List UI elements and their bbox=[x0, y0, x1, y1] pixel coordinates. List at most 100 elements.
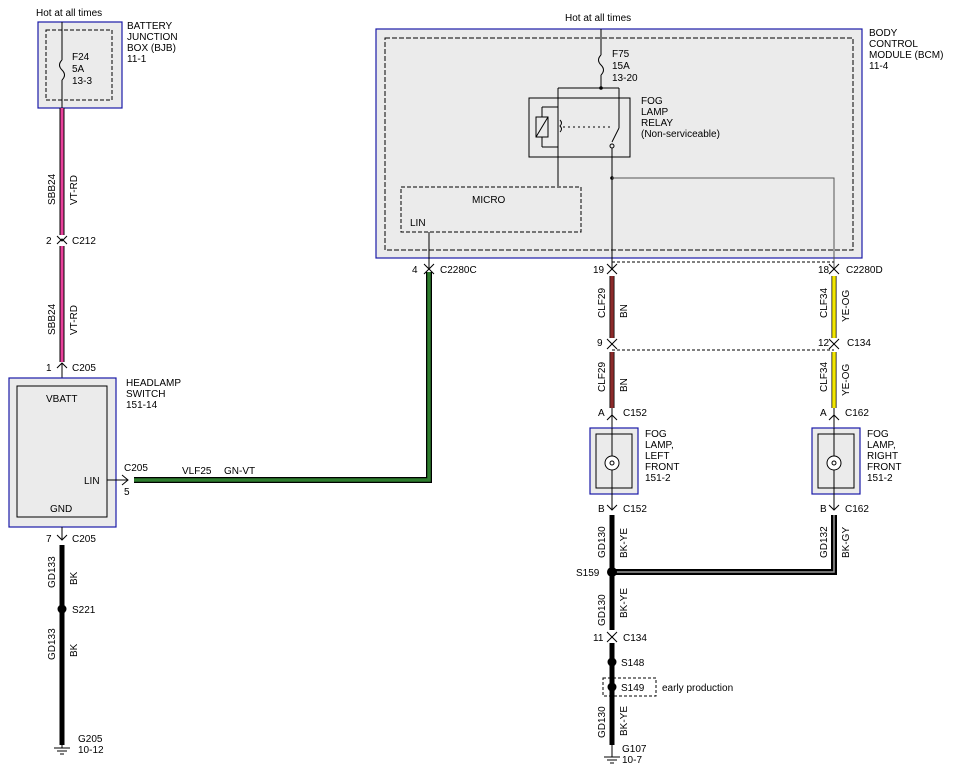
headlamp-switch-title-2: SWITCH bbox=[126, 389, 165, 400]
wire-gd133-1-color: BK bbox=[69, 571, 80, 585]
c205-lin-name: C205 bbox=[124, 463, 148, 474]
connector-c205-top-icon bbox=[56, 362, 68, 378]
c2280c-pin: 4 bbox=[412, 265, 418, 276]
bjb-box bbox=[37, 21, 123, 109]
c212-name: C212 bbox=[72, 236, 96, 247]
relay-title-2: LAMP bbox=[641, 107, 669, 118]
bcm-title-1: BODY bbox=[869, 28, 898, 39]
headlamp-switch-gnd: GND bbox=[50, 504, 72, 515]
connector-c134-12-icon bbox=[828, 338, 840, 350]
wire-clf29-2-circuit: CLF29 bbox=[597, 362, 608, 392]
wire-gd132 bbox=[612, 515, 837, 575]
wire-clf29-2-color: BN bbox=[619, 378, 630, 392]
splice-s149-icon bbox=[607, 682, 617, 692]
connector-c205-gnd-icon bbox=[56, 527, 68, 541]
fog-right-title-3: RIGHT bbox=[867, 451, 898, 462]
splice-s159: S159 bbox=[576, 568, 600, 579]
fog-left-title-3: LEFT bbox=[645, 451, 669, 462]
c2280d-18-pin: 18 bbox=[818, 265, 830, 276]
fuse-f75-rating: 15A bbox=[612, 61, 630, 72]
headlamp-switch-vbatt: VBATT bbox=[46, 394, 77, 405]
splice-s159-icon bbox=[607, 567, 617, 577]
connector-c205-lin-icon bbox=[107, 474, 129, 486]
wire-sbb24-1-circuit: SBB24 bbox=[47, 173, 58, 205]
connector-c2280c-icon bbox=[423, 263, 435, 275]
relay-title-4: (Non-serviceable) bbox=[641, 129, 720, 140]
bjb-title-2: JUNCTION bbox=[127, 32, 178, 43]
fuse-f24-ref: 13-3 bbox=[72, 76, 92, 87]
wire-vlf25 bbox=[134, 272, 432, 483]
relay-title-1: FOG bbox=[641, 96, 663, 107]
c212-pin: 2 bbox=[46, 236, 52, 247]
ground-g205-icon bbox=[54, 740, 70, 755]
wire-sbb24-2-circuit: SBB24 bbox=[47, 303, 58, 335]
headlamp-switch-lin: LIN bbox=[84, 476, 100, 487]
headlamp-switch-title-1: HEADLAMP bbox=[126, 378, 181, 389]
wire-clf34-2-color: YE-OG bbox=[841, 364, 852, 396]
micro-box bbox=[400, 186, 582, 233]
wire-gd133-2-color: BK bbox=[69, 643, 80, 657]
fuse-f24-icon bbox=[59, 22, 65, 108]
relay-title-3: RELAY bbox=[641, 118, 673, 129]
wire-clf34-1-circuit: CLF34 bbox=[819, 288, 830, 318]
splice-s148-icon bbox=[607, 657, 617, 667]
c134-11-name: C134 bbox=[623, 633, 647, 644]
c2280c-name: C2280C bbox=[440, 265, 477, 276]
wire-gd130-3-color: BK-YE bbox=[619, 706, 630, 736]
fog-right-title-4: FRONT bbox=[867, 462, 901, 473]
fuse-f24-name: F24 bbox=[72, 52, 90, 63]
ground-g205-name: G205 bbox=[78, 734, 103, 745]
headlamp-switch-title-3: 151-14 bbox=[126, 400, 158, 411]
c205-top-pin: 1 bbox=[46, 363, 52, 374]
splice-s221-icon bbox=[57, 604, 67, 614]
connector-c2280d-19-icon bbox=[606, 263, 618, 275]
wire-gd130-2-circuit: GD130 bbox=[597, 594, 608, 626]
c205-top-name: C205 bbox=[72, 363, 96, 374]
bcm-internal-line-18 bbox=[612, 177, 835, 268]
micro-label: MICRO bbox=[472, 195, 506, 206]
wire-vlf25-color: GN-VT bbox=[224, 466, 255, 477]
c162-b-pin: B bbox=[820, 504, 827, 515]
early-production-note: early production bbox=[662, 683, 733, 694]
c205-lin-pin: 5 bbox=[124, 487, 130, 498]
c2280d-19-pin: 19 bbox=[593, 265, 605, 276]
c134-11-pin: 11 bbox=[593, 633, 604, 644]
connector-c134-9-icon bbox=[606, 338, 618, 350]
splice-s149: S149 bbox=[621, 683, 645, 694]
wire-gd130-2-color: BK-YE bbox=[619, 588, 630, 618]
connector-c152-a-icon bbox=[606, 408, 618, 428]
connector-c162-a-icon bbox=[828, 408, 840, 428]
connector-c212-icon bbox=[56, 235, 68, 245]
bcm-title-3: MODULE (BCM) bbox=[869, 50, 943, 61]
s149-early-box bbox=[602, 677, 657, 697]
wire-gd130-3-circuit: GD130 bbox=[597, 706, 608, 738]
fog-left-title-1: FOG bbox=[645, 429, 667, 440]
wire-gd130-1-circuit: GD130 bbox=[597, 526, 608, 558]
c152-b-name: C152 bbox=[623, 504, 647, 515]
wire-gd132-color: BK-GY bbox=[841, 527, 852, 558]
connector-c134-11-icon bbox=[606, 631, 618, 643]
ground-g107-name: G107 bbox=[622, 744, 647, 755]
bcm-box bbox=[375, 28, 863, 259]
splice-s148: S148 bbox=[621, 658, 645, 669]
micro-lin-label: LIN bbox=[410, 218, 426, 229]
wire-vlf25-circuit: VLF25 bbox=[182, 466, 212, 477]
fuse-f75-ref: 13-20 bbox=[612, 73, 638, 84]
c152-a-name: C152 bbox=[623, 408, 647, 419]
c205-gnd-name: C205 bbox=[72, 534, 96, 545]
wire-clf34-1-color: YE-OG bbox=[841, 290, 852, 322]
c162-a-pin: A bbox=[820, 408, 827, 419]
connector-c162-b-icon bbox=[828, 494, 840, 511]
connector-c152-b-icon bbox=[606, 494, 618, 511]
connector-c2280d-18-icon bbox=[828, 263, 840, 275]
fog-right-title-5: 151-2 bbox=[867, 473, 893, 484]
wire-clf34-2-circuit: CLF34 bbox=[819, 362, 830, 392]
wire-clf29-1-color: BN bbox=[619, 304, 630, 318]
fuse-f75-icon bbox=[598, 29, 604, 88]
bjb-title-1: BATTERY bbox=[127, 21, 173, 32]
c134-12-pin: 12 bbox=[818, 338, 830, 349]
c2280d-name: C2280D bbox=[846, 265, 883, 276]
fog-left-title-5: 151-2 bbox=[645, 473, 671, 484]
wire-gd133-1-circuit: GD133 bbox=[47, 556, 58, 588]
